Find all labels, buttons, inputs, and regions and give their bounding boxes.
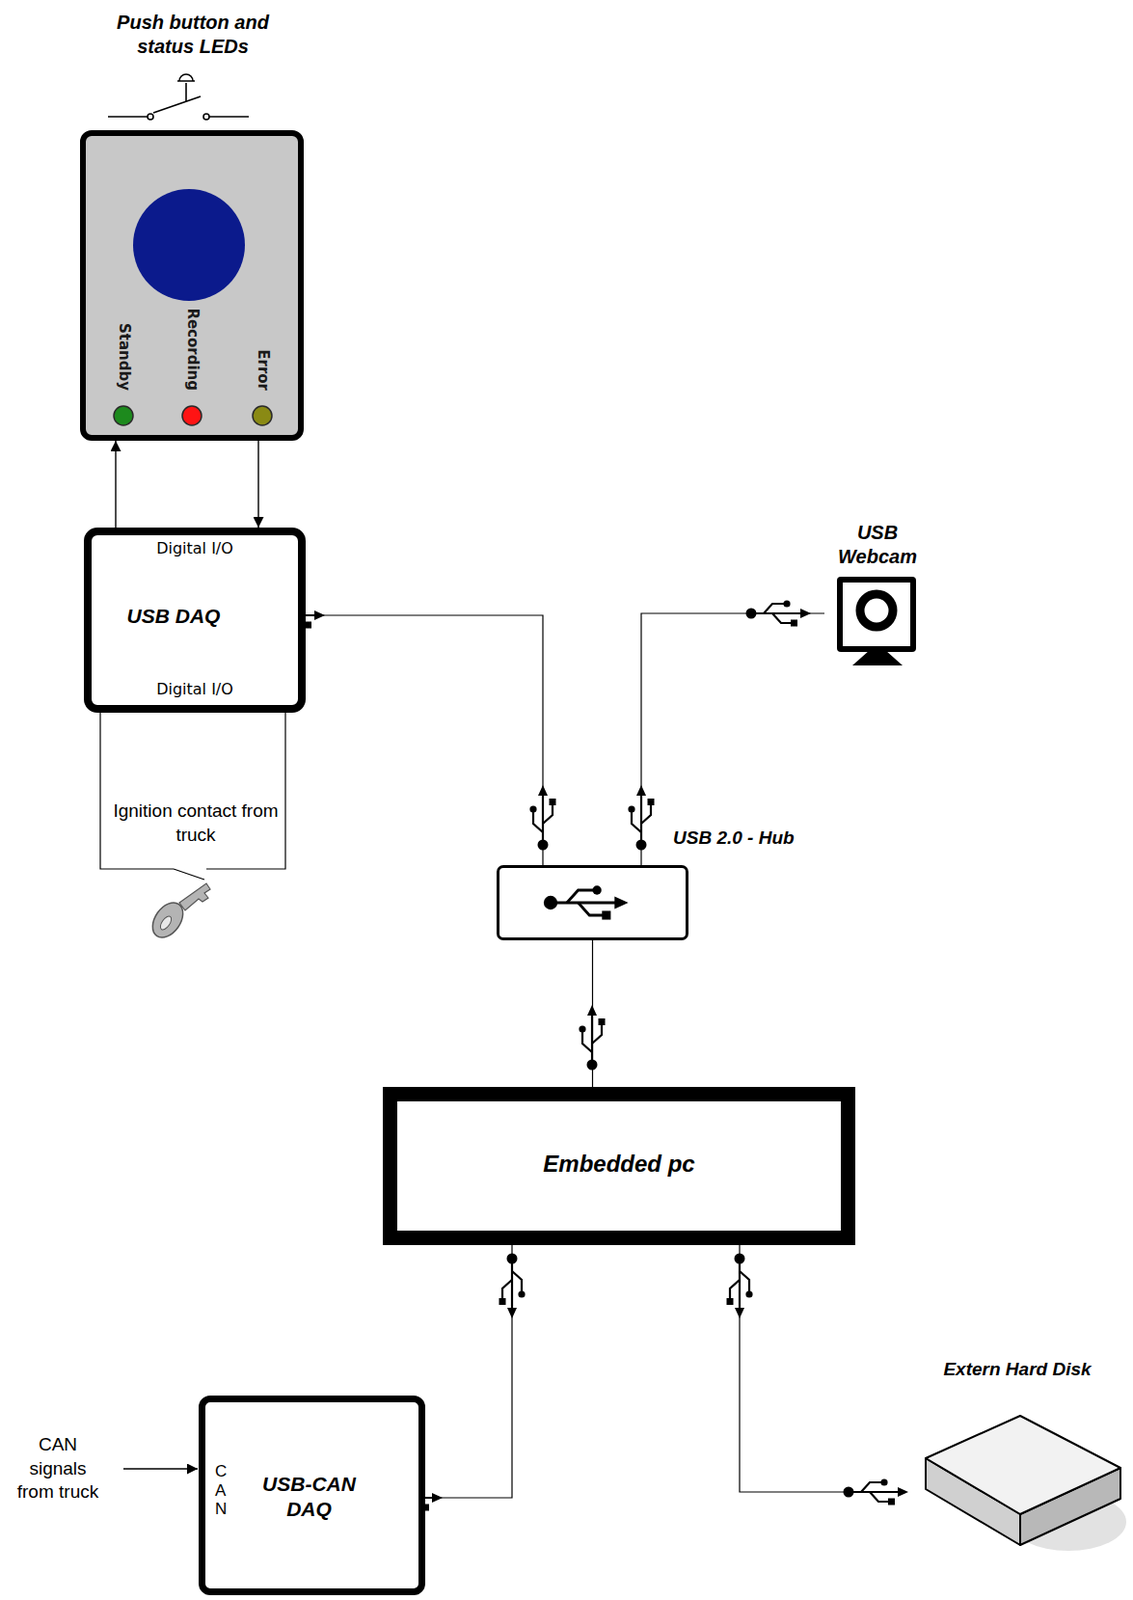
usb-cable: [641, 613, 825, 865]
usb-cable: [592, 940, 594, 1087]
button-panel: Push button and status LEDsStandbyRecord…: [80, 130, 304, 441]
push-button: [133, 188, 245, 301]
embedded-pc-box: Embedded pc: [382, 1086, 856, 1245]
ignition-wire: [100, 712, 286, 880]
webcam-icon: [836, 576, 917, 666]
panel-heading: Push button and status LEDs: [101, 10, 285, 59]
led-label: Standby: [116, 323, 132, 391]
port-label: CAN: [215, 1461, 224, 1519]
can-signal-arrow: [123, 1467, 198, 1469]
webcam-node: USB Webcam: [824, 520, 937, 668]
wire-label: Ignition contact from truck: [108, 799, 283, 847]
device-title: Extern Hard Disk: [906, 1357, 1129, 1381]
usb-cable: [305, 615, 543, 865]
hub-title: USB 2.0 - Hub: [673, 826, 795, 850]
box-title: Embedded pc: [397, 1149, 841, 1179]
usb-cable: [425, 1244, 513, 1498]
recording-led: [182, 405, 202, 426]
hard-disk-node: Extern Hard Disk: [906, 1357, 1133, 1556]
error-led: [252, 405, 272, 426]
led-label: Recording: [185, 307, 200, 391]
port-label: Digital I/O: [91, 679, 298, 700]
usb-daq-box: Digital I/O USB DAQ Digital I/O: [83, 527, 306, 713]
device-title: USB Webcam: [824, 520, 931, 569]
usb-cable: [739, 1244, 907, 1492]
signal-arrow: [114, 440, 116, 528]
signal-label: CAN signals from truck: [11, 1432, 105, 1505]
panel-ground: [82, 133, 301, 438]
box-title: USB-CAN DAQ: [253, 1471, 365, 1523]
usb-symbol: [543, 885, 629, 919]
hard-disk-icon: [925, 1415, 1127, 1551]
ignition-key: [146, 883, 211, 944]
push-button-symbol: [107, 74, 249, 120]
standby-led: [113, 405, 134, 426]
usb-hub-box: USB 2.0 - Hub: [496, 864, 689, 941]
box-title: USB DAQ: [101, 603, 246, 629]
usb-can-daq-box: CAN USB-CAN DAQ: [198, 1395, 426, 1595]
port-label: Digital I/O: [91, 539, 298, 559]
signal-arrow: [257, 440, 259, 528]
led-label: Error: [255, 349, 270, 391]
